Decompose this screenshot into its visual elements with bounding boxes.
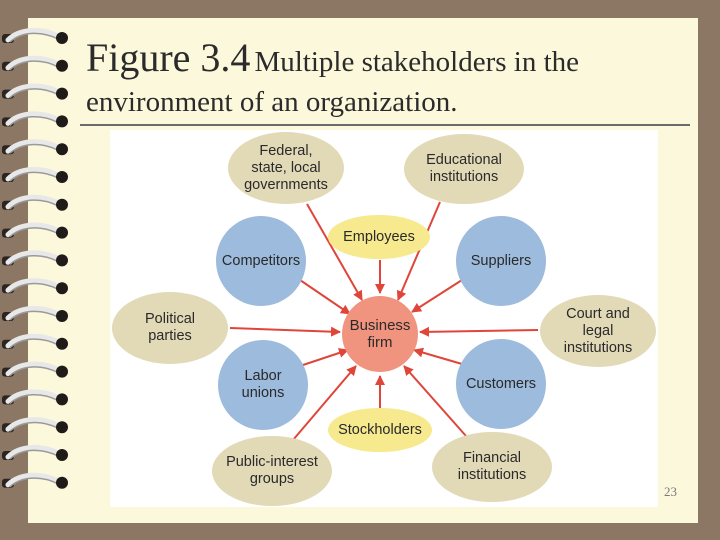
slide-number: 23 xyxy=(664,484,677,499)
node-customers: Customers xyxy=(456,339,546,429)
node-educational: Educational institutions xyxy=(404,134,524,204)
figure-label: Figure 3.4 xyxy=(86,35,251,80)
binding-ring xyxy=(2,83,68,100)
node-court: Court and legal institutions xyxy=(540,295,656,367)
binding-ring xyxy=(2,250,68,267)
title-divider xyxy=(80,124,690,126)
binding-ring xyxy=(2,222,68,239)
binding-ring xyxy=(2,55,68,72)
binding-ring xyxy=(2,389,68,406)
node-financial: Financial institutions xyxy=(432,432,552,502)
node-political: Political parties xyxy=(112,292,228,364)
arrow-customers xyxy=(413,347,463,365)
node-business-firm: Business firm xyxy=(342,296,418,372)
stakeholder-diagram: Federal, state, local governments Educat… xyxy=(110,130,658,507)
arrow-public-interest xyxy=(292,365,357,441)
node-competitors: Competitors xyxy=(216,216,306,306)
title-text: Multiple stakeholders in the xyxy=(254,46,580,78)
binding-ring xyxy=(2,111,68,128)
node-stockholders: Stockholders xyxy=(328,408,432,452)
slide-title-line1: Figure 3.4 Multiple stakeholders in the xyxy=(86,34,579,81)
binding-ring xyxy=(2,167,68,183)
node-public-interest: Public-interest groups xyxy=(212,436,332,506)
spiral-binding xyxy=(2,28,68,489)
arrow-layer xyxy=(229,201,539,441)
arrow-suppliers xyxy=(411,279,463,313)
node-suppliers: Suppliers xyxy=(456,216,546,306)
arrow-labor xyxy=(299,348,349,367)
binding-ring xyxy=(2,333,68,350)
arrow-political xyxy=(229,326,341,337)
binding-ring xyxy=(2,139,68,156)
binding-ring xyxy=(2,417,68,434)
node-labor: Labor unions xyxy=(218,340,308,430)
binding-ring xyxy=(2,472,68,489)
arrow-financial xyxy=(403,365,467,437)
binding-ring xyxy=(2,361,68,378)
slide-title-line2: environment of an organization. xyxy=(86,86,458,118)
node-employees: Employees xyxy=(328,215,430,259)
binding-ring xyxy=(2,445,68,461)
arrow-educational xyxy=(396,201,441,301)
arrow-court xyxy=(419,326,539,337)
arrow-federal xyxy=(306,203,363,301)
binding-ring xyxy=(2,28,68,44)
binding-ring xyxy=(2,306,68,322)
binding-ring xyxy=(2,278,68,295)
node-federal: Federal, state, local governments xyxy=(228,132,344,204)
binding-ring xyxy=(2,194,68,211)
arrow-competitors xyxy=(299,279,351,315)
